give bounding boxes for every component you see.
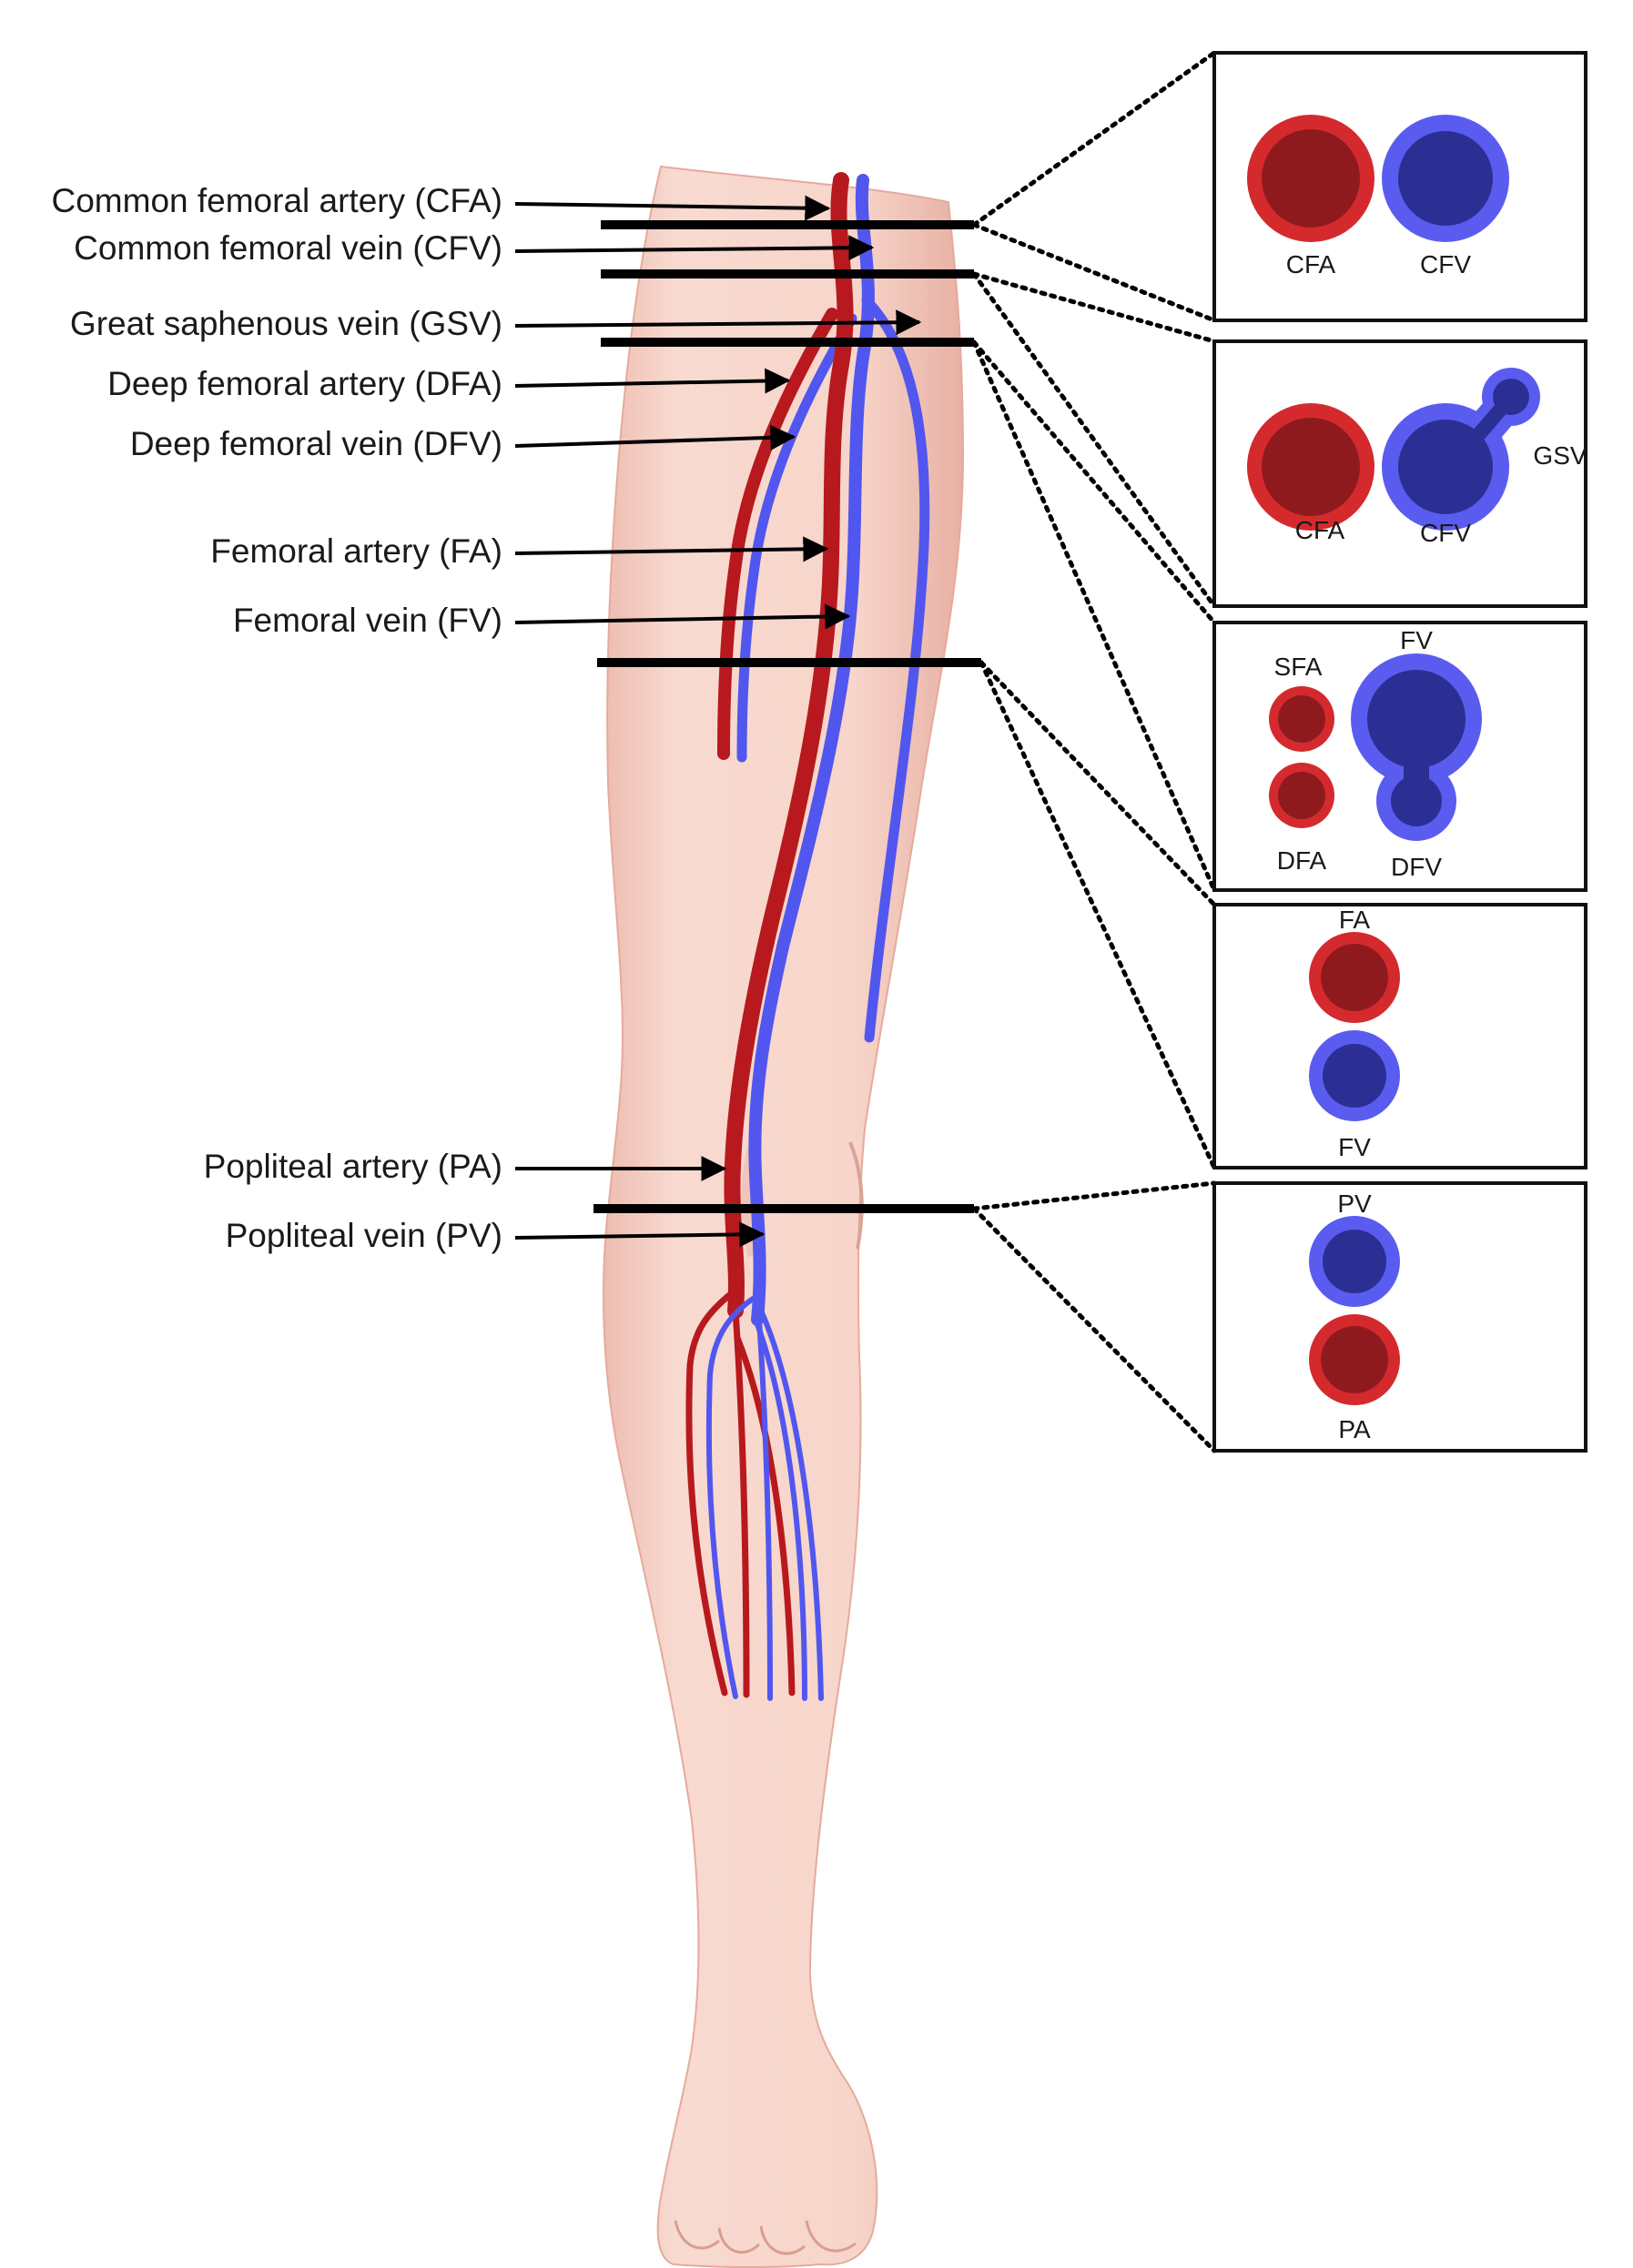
s2-vein-label: CFV [1420,519,1471,547]
s4-vein-label: FV [1338,1133,1371,1161]
s3-dfv-label: DFV [1391,853,1442,881]
cfv2-lumen [1398,420,1493,514]
leg-silhouette [603,165,965,2268]
cfa2-lumen [1262,418,1360,516]
pa-lumen [1321,1326,1388,1393]
knee-contour [848,1141,864,1250]
anterior-tibial-artery-path [685,1289,736,1696]
section-panel-4: FA FV [1212,903,1587,1169]
s5-artery-label: PA [1338,1415,1371,1443]
s1-vein-label: CFV [1420,250,1471,278]
s2-artery-label: CFA [1295,516,1345,544]
label-cfa: Common femoral artery (CFA) [52,182,503,219]
deep-femoral-artery-path [717,308,838,760]
pv-lumen [1323,1230,1386,1293]
s2-branch-label: GSV [1533,441,1587,470]
s3-sfa-label: SFA [1274,653,1323,681]
label-arrows [514,195,922,1248]
dotted-connectors [971,50,1217,1453]
sfa-lumen [1278,695,1325,743]
peroneal-artery-path [734,1334,796,1696]
s4-artery-label: FA [1339,906,1371,934]
section-panel-2: CFA CFV GSV [1212,339,1587,608]
posterior-tibial-artery-path [732,1307,750,1698]
peroneal-vein-path [758,1308,824,1701]
label-cfv: Common femoral vein (CFV) [74,229,502,267]
s3-fv-label: FV [1400,626,1433,654]
label-gsv: Great saphenous vein (GSV) [70,305,502,342]
section-panel-5: PV PA [1212,1181,1587,1453]
label-dfv: Deep femoral vein (DFV) [130,425,502,462]
fv4-lumen [1323,1044,1386,1108]
label-dfa: Deep femoral artery (DFA) [107,365,502,402]
label-fv: Femoral vein (FV) [233,602,502,639]
fv3-lumen [1367,670,1466,768]
calf-vein-path [755,1321,807,1701]
anterior-tibial-vein-path [705,1294,758,1699]
vessel-labels: Common femoral artery (CFA) Common femor… [52,182,503,1254]
label-pv: Popliteal vein (PV) [226,1217,502,1254]
section-panel-1: CFA CFV [1212,51,1587,322]
fa4-lumen [1321,944,1388,1011]
label-fa: Femoral artery (FA) [210,532,502,570]
femoral-artery-path [724,172,854,1319]
s5-vein-label: PV [1337,1190,1372,1218]
cut-lines [593,220,981,1213]
toes [674,2220,857,2255]
s1-artery-label: CFA [1286,250,1336,278]
dfa-lumen [1278,772,1325,819]
label-pa: Popliteal artery (PA) [204,1148,502,1185]
cfa-lumen [1262,129,1360,228]
deep-femoral-vein-path [736,313,857,763]
cfv-lumen [1398,131,1493,226]
section-panel-3: SFA DFA FV DFV [1212,621,1587,892]
s3-dfa-label: DFA [1277,846,1327,875]
posterior-tibial-vein-path [756,1317,773,1701]
great-saphenous-vein-path [861,295,930,1043]
vein-neck-lumen [1404,746,1429,801]
